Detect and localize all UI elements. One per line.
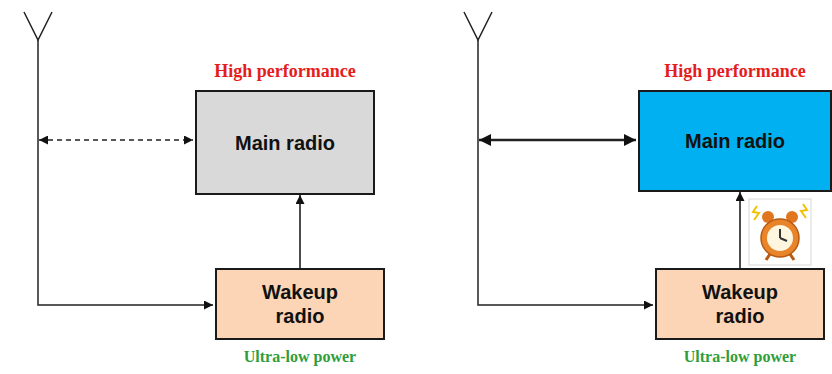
dashed-link xyxy=(39,139,193,141)
ring-spark xyxy=(801,204,807,218)
icon-frame xyxy=(749,199,811,265)
main-radio-box: High performanceMain radio xyxy=(638,90,832,192)
clock-leg xyxy=(790,254,794,260)
main-radio-box: High performanceMain radio xyxy=(195,90,375,195)
alarm-clock-icon xyxy=(749,199,811,265)
wake-signal-arrow xyxy=(299,195,301,268)
box-label: Wakeup radio xyxy=(250,280,350,328)
antenna-wire xyxy=(478,40,653,305)
antenna-wire xyxy=(38,40,213,305)
active-link xyxy=(479,139,636,142)
box-note: Ultra-low power xyxy=(684,348,796,366)
clock-face xyxy=(767,225,793,251)
wakeup-radio-box: Wakeup radioUltra-low power xyxy=(215,268,385,340)
clock-leg xyxy=(766,254,770,260)
box-label: Main radio xyxy=(235,131,335,155)
wake-signal-arrow xyxy=(739,192,741,268)
antenna-symbol xyxy=(24,12,52,40)
clock-hand xyxy=(780,238,787,241)
box-label: Main radio xyxy=(685,129,785,153)
clock-hand xyxy=(779,229,781,238)
box-heading: High performance xyxy=(664,62,805,82)
antenna-symbol xyxy=(464,12,492,40)
box-label: Wakeup radio xyxy=(690,280,790,328)
wakeup-radio-box: Wakeup radioUltra-low power xyxy=(655,268,825,340)
clock-body xyxy=(761,219,799,257)
box-note: Ultra-low power xyxy=(244,348,356,366)
ring-spark xyxy=(753,206,759,220)
box-heading: High performance xyxy=(214,62,355,82)
